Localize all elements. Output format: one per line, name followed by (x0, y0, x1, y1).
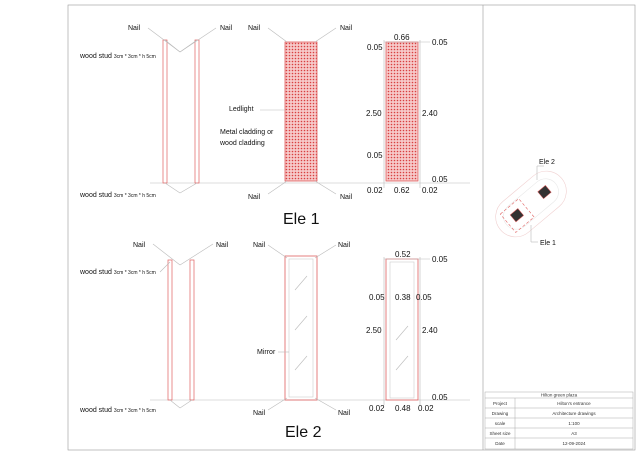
cladding-label: wood cladding (219, 140, 265, 147)
dim-label: 0.38 (395, 293, 411, 302)
dim-label: 2.40 (422, 326, 438, 335)
ele1-nail-label: Nail (248, 194, 261, 201)
ele2-title: Ele 2 (285, 424, 322, 441)
ele1-studs (147, 27, 470, 194)
ele2-nail-label: Nail (253, 242, 266, 249)
ele1-ledlight-panel (260, 27, 337, 195)
ele2-nail-label: Nail (253, 410, 266, 417)
ele1-nail-label: Nail (128, 25, 141, 32)
title-block-key: Project (493, 401, 508, 406)
site-plan-ele1-label: Ele 1 (540, 240, 556, 247)
dim-label: 2.50 (366, 109, 382, 118)
ele1-nail-label: Nail (220, 25, 233, 32)
ele2-marker (537, 185, 552, 200)
dim-label: 0.02 (422, 186, 438, 195)
title-block-key: Date (495, 441, 505, 446)
ele2-stud-label-bottom: wood stud 3cm * 3cm * h 5cm (79, 407, 156, 414)
ele2-stud-label-top: wood stud 3cm * 3cm * h 5cm (79, 269, 156, 276)
sheet-border (67, 4, 636, 451)
title-block-key: Drawing (492, 411, 509, 416)
title-block-value: Hilton's entrance (557, 401, 591, 406)
title-block (484, 391, 634, 450)
dim-label: 0.02 (367, 186, 383, 195)
ele2-nail-label: Nail (133, 242, 146, 249)
dim-label: 0.62 (394, 186, 410, 195)
ele1-marker (509, 208, 524, 223)
ele1-stud-label-top: wood stud 3cm * 3cm * h 5cm (79, 53, 156, 60)
ele2-nail-label: Nail (338, 242, 351, 249)
title-block-value: 1:100 (568, 421, 580, 426)
dim-label: 0.05 (369, 293, 385, 302)
site-plan-ele2-label: Ele 2 (539, 159, 555, 166)
ele1-nail-label: Nail (340, 25, 353, 32)
mirror-label: Mirror (257, 349, 276, 356)
dim-label: 2.40 (422, 109, 438, 118)
dim-label: 0.05 (432, 393, 448, 402)
ele1-nail-label: Nail (248, 25, 261, 32)
dim-label: 0.02 (418, 404, 434, 413)
dim-label: 0.05 (416, 293, 432, 302)
dim-label: 0.48 (395, 404, 411, 413)
dim-label: 2.50 (366, 326, 382, 335)
dim-label: 0.52 (395, 250, 411, 259)
ele2-dimension-panel (383, 257, 430, 405)
cladding-label: Metal cladding or (220, 129, 274, 136)
dim-label: 0.05 (432, 38, 448, 47)
ele2-nail-label: Nail (216, 242, 229, 249)
ele1-stud-label-bottom: wood stud 3cm * 3cm * h 5cm (79, 192, 156, 199)
dim-label: 0.05 (432, 255, 448, 264)
title-block-value: 12-09-2024 (562, 441, 586, 446)
ledlight-label: Ledlight (229, 106, 254, 113)
title-block-value: A3 (571, 431, 577, 436)
ele1-dimension-panel (383, 40, 430, 188)
ele2-nail-label: Nail (338, 410, 351, 417)
title-block-key: scale (495, 421, 506, 426)
ele2-mirror-panel (267, 244, 337, 411)
title-block-value: Architecture drawings (552, 411, 596, 416)
dim-label: 0.02 (369, 404, 385, 413)
site-plan (495, 170, 567, 238)
dim-label: 0.66 (394, 33, 410, 42)
dim-label: 0.05 (367, 151, 383, 160)
dim-label: 0.05 (367, 43, 383, 52)
title-block-key: Sheet size (489, 431, 511, 436)
dim-label: 0.05 (432, 175, 448, 184)
ele1-nail-label: Nail (340, 194, 353, 201)
ele1-title: Ele 1 (283, 211, 320, 228)
title-block-title: Hilton green plaza (541, 393, 578, 398)
